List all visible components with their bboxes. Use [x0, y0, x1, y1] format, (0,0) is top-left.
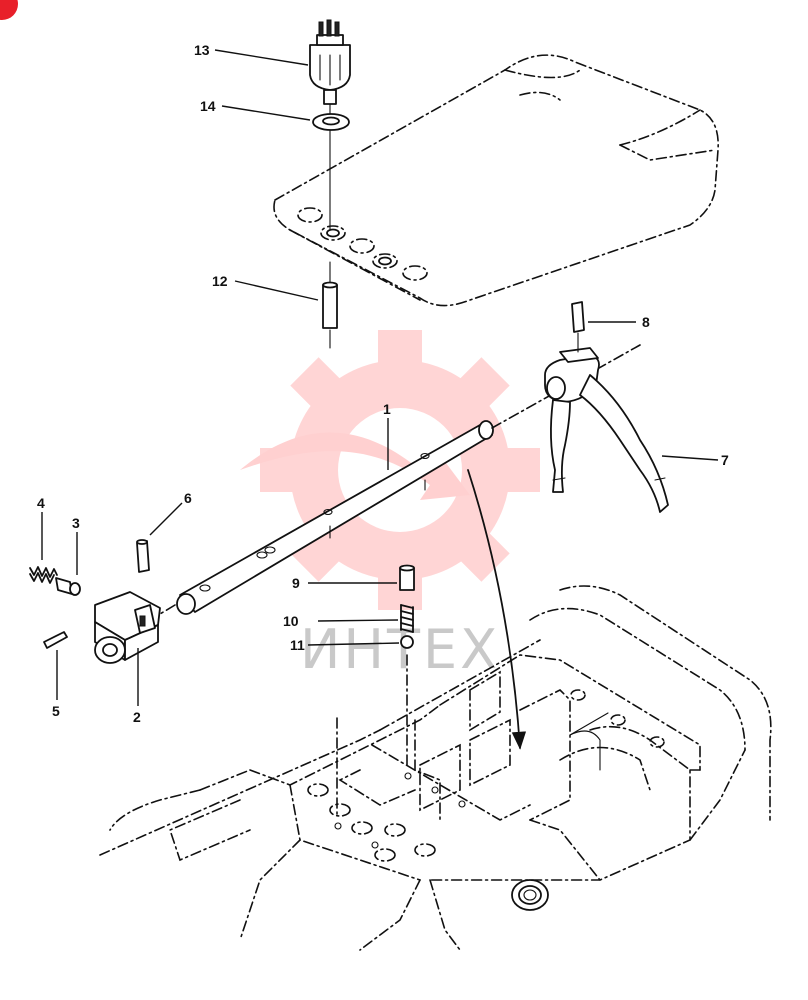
part-10-detent-spring: [400, 604, 414, 633]
leader-14: [221, 105, 311, 121]
part-12-dowel-pin: [322, 261, 338, 349]
corner-badge: [0, 0, 18, 20]
leader-6: [149, 502, 183, 536]
leader-13: [214, 49, 309, 66]
part-6-roll-pin: [136, 539, 150, 573]
callout-11: 11: [290, 637, 305, 653]
part-13-pressure-switch: [309, 19, 351, 231]
assembly-arrow: [467, 469, 527, 750]
watermark-text: ИНТЕХ: [300, 618, 500, 681]
housing-oil-seal: [511, 879, 549, 911]
callout-9: 9: [292, 575, 300, 591]
part-3-detent-plunger: [55, 577, 81, 596]
part-5-spring-pin: [43, 631, 68, 649]
callout-13: 13: [194, 42, 210, 58]
callout-5: 5: [52, 703, 60, 719]
leader-7: [661, 455, 719, 461]
callout-1: 1: [383, 401, 391, 417]
callout-6: 6: [184, 490, 192, 506]
callout-14: 14: [200, 98, 216, 114]
callout-8: 8: [642, 314, 650, 330]
leader-11: [307, 642, 400, 646]
part-14-sealing-washer: [312, 113, 350, 131]
part-9-detent-plug: [399, 564, 415, 591]
callout-12: 12: [212, 273, 228, 289]
part-7-shift-fork: [544, 347, 669, 513]
part-11-detent-ball: [400, 635, 414, 649]
part-8-roll-pin: [571, 301, 585, 353]
leader-12: [234, 280, 319, 301]
callout-3: 3: [72, 515, 80, 531]
transmission-housing: [99, 585, 772, 951]
transmission-cover: [273, 54, 719, 307]
part-1-shift-rail: [149, 344, 641, 621]
callout-7: 7: [721, 452, 729, 468]
callout-2: 2: [133, 709, 141, 725]
leader-10: [317, 619, 399, 622]
callout-10: 10: [283, 613, 299, 629]
part-2-shift-block: [94, 591, 161, 664]
callout-4: 4: [37, 495, 45, 511]
part-4-detent-spring: [29, 566, 58, 584]
